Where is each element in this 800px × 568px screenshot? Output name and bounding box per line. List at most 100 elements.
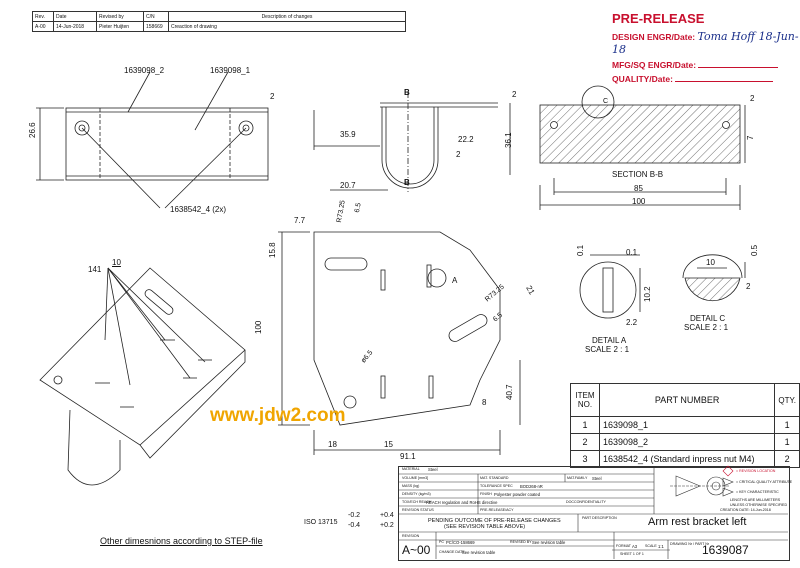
iso-label: ISO 13715 [304, 519, 338, 526]
parts-cell-qty: 2 [774, 450, 800, 468]
parts-cell-item: 2 [570, 433, 600, 451]
parts-cell-number: 1638542_4 (Standard inpress nut M4) [598, 450, 776, 468]
density-label: DENSITY (kg/m3) [402, 492, 431, 496]
callout-nut: 1638542_4 (2x) [170, 205, 227, 214]
detail-c-marker: C [603, 98, 609, 105]
format-label: FORMAT [616, 544, 631, 548]
dim-15-8: 15.8 [268, 242, 277, 258]
units-note-2: UNLESS OTHERWISE SPECIFIED [730, 503, 788, 507]
dim-sec-100: 100 [632, 197, 646, 206]
iso-tol-d: +0.2 [380, 522, 394, 529]
creation-date: CREATION DATE: 14-Jun-2018 [720, 508, 771, 512]
detail-a [579, 254, 641, 319]
legend-key: = KEY CHARACTERISTIC [736, 490, 779, 494]
dim-7: 7 [746, 135, 755, 140]
dim-da-2-2: 2.2 [626, 318, 638, 327]
dim-dc-2: 2 [746, 282, 751, 291]
revision-label: REVISION [402, 534, 420, 538]
dim-20-7: 20.7 [340, 181, 356, 190]
legend-critical: = CRITICAL QUALITY ATTRIBUTE [736, 480, 793, 484]
detail-c [682, 254, 746, 302]
part-desc-label: PART DESCRIPTION [582, 516, 617, 520]
section-marker-bottom: B [404, 178, 410, 187]
dim-dc-0-5: 0.5 [750, 244, 759, 256]
prerelease-title: PRE-RELEASE [612, 11, 705, 26]
mfg-sq-underline [698, 67, 779, 68]
balloon-141: 141 [88, 265, 102, 274]
iso-view [39, 267, 246, 486]
design-engr-signature: Toma Hoff 18-Jun-18 [612, 30, 799, 56]
finish-label: FINISH [480, 492, 492, 496]
tox-label: TOX/ECH REACH [402, 500, 432, 504]
dim-36-1: 36.1 [504, 132, 513, 148]
revision-table: Rev. Date Revised by C/N Description of … [32, 11, 406, 32]
revision-status-label: REVISION STATUS [402, 508, 434, 512]
dim-8: 8 [482, 398, 487, 407]
parts-row: 3 1638542_4 (Standard inpress nut M4) 2 [570, 450, 800, 468]
parts-header-item: ITEM NO. [570, 383, 600, 417]
section-bb [539, 85, 746, 210]
section-marker-top: B [404, 88, 410, 97]
dim-26-6: 26.6 [28, 122, 37, 138]
parts-header-row: ITEM NO. PART NUMBER QTY. [570, 383, 800, 417]
sheet-info: SHEET 1 OF 1 [620, 552, 644, 556]
parts-list: ITEM NO. PART NUMBER QTY. 1 1639098_1 1 … [570, 383, 800, 468]
parts-cell-number: 1639098_1 [598, 416, 776, 434]
revised-by-label: REVISED BY [510, 540, 532, 544]
dim-sec-2: 2 [750, 94, 755, 103]
revised-by-value: See revision table [532, 540, 566, 545]
parts-header-part-number: PART NUMBER [598, 383, 776, 417]
dim-91-1: 91.1 [400, 452, 416, 461]
parts-row: 1 1639098_1 1 [570, 416, 800, 434]
balloon-count: 10 [112, 258, 121, 267]
dim-85: 85 [634, 184, 643, 193]
detail-a-scale: SCALE 2 : 1 [585, 345, 630, 354]
detail-a-marker: A [452, 276, 458, 285]
dim-da-0-1b: 0.1 [626, 248, 638, 257]
quality-label: QUALITY/Date: [612, 74, 673, 84]
mat-standard-label: MAT. STANDARD [480, 476, 509, 480]
prerelease-stamp: PRE-RELEASE DESIGN ENGR/Date: Toma Hoff … [612, 11, 800, 84]
side-view [313, 92, 511, 192]
dim-top-2: 2 [270, 92, 275, 101]
see-revision-text: (SEE REVISION TABLE ABOVE) [444, 524, 526, 530]
top-label-part-1: 1639098_1 [210, 66, 251, 75]
part-description: Arm rest bracket left [648, 516, 747, 528]
detail-a-label: DETAIL A [592, 336, 627, 345]
material-label: MATERIAL [402, 467, 420, 471]
dim-40-7: 40.7 [505, 384, 514, 400]
format-value: A3 [632, 544, 638, 549]
pre-release-label: PRE-RELEASE/ACY [480, 508, 514, 512]
parts-cell-qty: 1 [774, 416, 800, 434]
dim-sec-2-top: 2 [512, 90, 517, 99]
parts-cell-qty: 1 [774, 433, 800, 451]
top-label-part-2: 1639098_2 [124, 66, 165, 75]
design-engr-label: DESIGN ENGR/Date: [612, 32, 696, 42]
quality-line: QUALITY/Date: [612, 74, 800, 84]
dim-22-2: 22.2 [458, 135, 474, 144]
parts-cell-item: 3 [570, 450, 600, 468]
quality-underline [675, 81, 774, 82]
change-date-label: CHANGE DATE [439, 550, 465, 554]
rev-cell-description: Creaction of drawing [168, 21, 406, 32]
drawing-number: 1639087 [702, 543, 749, 557]
dim-front-100: 100 [254, 320, 263, 334]
iso-tol-a: -0.2 [348, 512, 361, 519]
mfg-sq-line: MFG/SQ ENGR/Date: [612, 60, 800, 70]
tol-spec-value: BOD268-nR [520, 484, 543, 489]
material-value: Steel [428, 467, 438, 472]
dim-7-7: 7.7 [294, 216, 306, 225]
legend-revision-location: = REVISION LOCATION [736, 469, 776, 473]
pc-value: PC/CO-158669 [446, 540, 475, 545]
dim-15: 15 [384, 440, 393, 449]
iso-tol-c: +0.4 [380, 512, 394, 519]
parts-header-qty: QTY. [774, 383, 800, 417]
drawing-number-label: DRAWING Nr / PART Nr [670, 542, 709, 546]
dim-18: 18 [328, 440, 337, 449]
mfg-sq-label: MFG/SQ ENGR/Date: [612, 60, 697, 70]
tol-spec-label: TOLERANCE SPEC [480, 484, 513, 488]
mass-label: MASS (kg) [402, 484, 420, 488]
design-engr-line: DESIGN ENGR/Date: Toma Hoff 18-Jun-18 [612, 30, 800, 56]
docconf-label: DOCCONFIDENTIALITY [566, 500, 606, 504]
